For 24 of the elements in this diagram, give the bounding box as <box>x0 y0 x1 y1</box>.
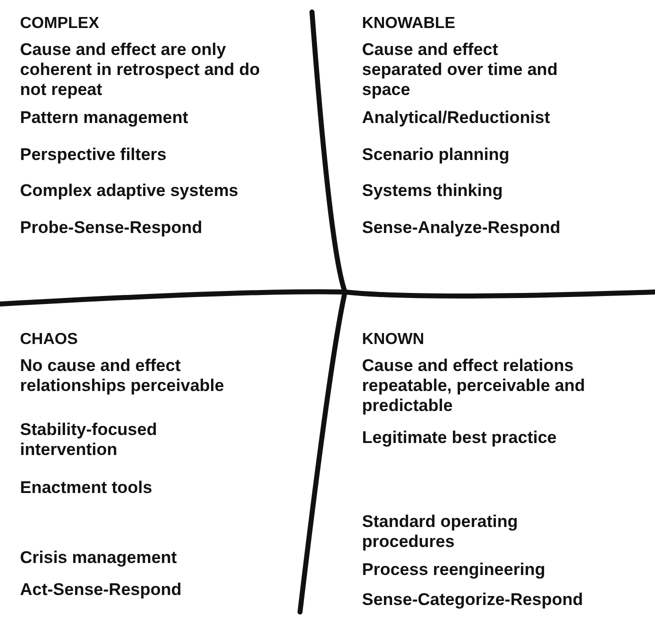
quadrant-text: Complex adaptive systems <box>20 181 238 201</box>
quadrant-text: Process reengineering <box>362 560 546 580</box>
quadrant-text: Analytical/Reductionist <box>362 108 550 128</box>
quadrant-text: Scenario planning <box>362 145 510 165</box>
quadrant-heading: KNOWABLE <box>362 14 456 34</box>
quadrant-text: Sense-Analyze-Respond <box>362 218 560 238</box>
quadrant-text: Legitimate best practice <box>362 428 557 448</box>
quadrant-text: Cause and effect relations repeatable, perceivable and predictable <box>362 356 586 416</box>
quadrant-text: Stability-focused intervention <box>20 420 158 460</box>
quadrant-text: Standard operating procedures <box>362 512 519 552</box>
quadrant-text: Perspective filters <box>20 145 166 165</box>
quadrant-heading: KNOWN <box>362 330 424 350</box>
quadrant-heading: COMPLEX <box>20 14 100 34</box>
quadrant-text: Cause and effect separated over time and space <box>362 40 559 100</box>
quadrant-text: Probe-Sense-Respond <box>20 218 202 238</box>
quadrant-text: Systems thinking <box>362 181 503 201</box>
quadrant-text: Cause and effect are only coherent in retrospect and do not repeat <box>20 40 261 100</box>
quadrant-heading: CHAOS <box>20 330 78 350</box>
quadrant-text: No cause and effect relationships perceivable <box>20 356 226 396</box>
quadrant-text: Crisis management <box>20 548 177 568</box>
quadrant-text: Sense-Categorize-Respond <box>362 590 584 610</box>
quadrant-text: Pattern management <box>20 108 188 128</box>
quadrant-text: Act-Sense-Respond <box>20 580 182 600</box>
quadrant-text: Enactment tools <box>20 478 152 498</box>
